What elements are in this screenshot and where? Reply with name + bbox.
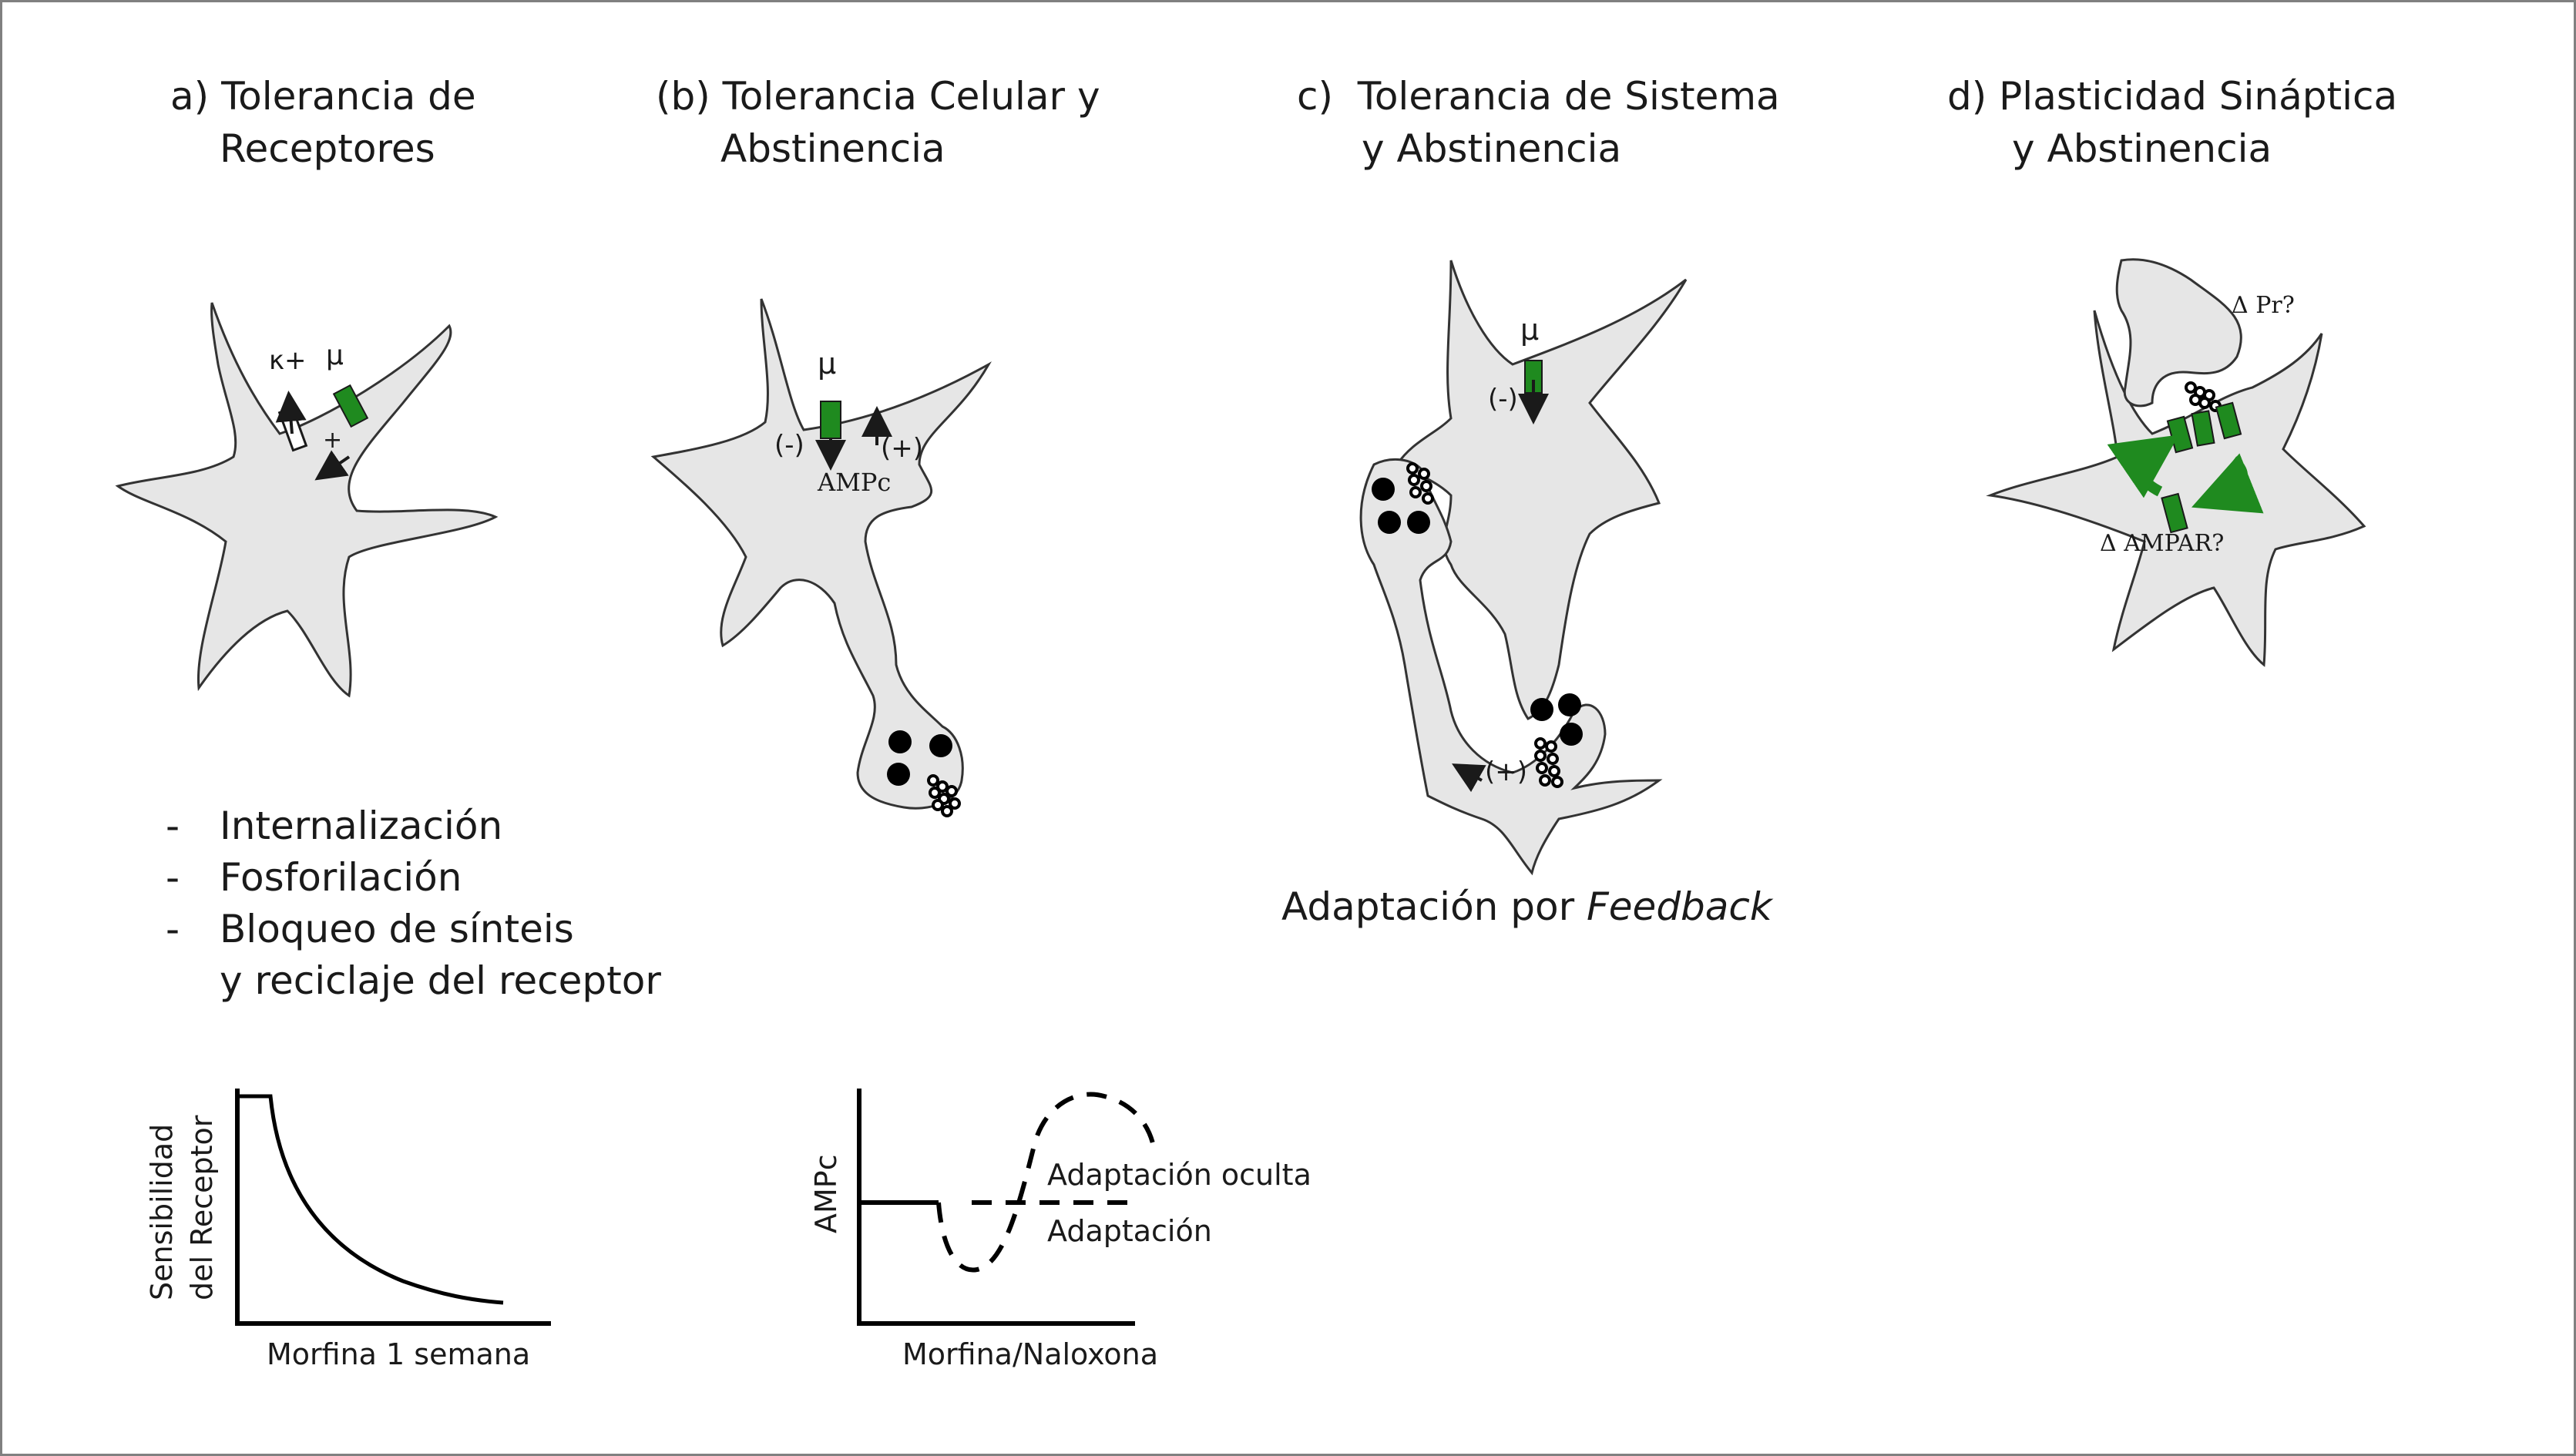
panel-a-letter: a) [170,74,210,119]
mechanism-label: Fosforilación [220,855,462,900]
panel-b-title-line2: Abstinencia [720,126,945,171]
feedback-caption: Adaptación por Feedback [1281,881,1772,933]
graph-xlabel: Morfina/Naloxona [902,1337,1158,1371]
list-item: y reciclaje del receptor [166,955,661,1007]
mu-receptor [820,401,841,439]
label-hidden-adaptation: Adaptación oculta [1047,1158,1312,1192]
neurotransmitter-cluster [927,774,961,817]
label-adaptation: Adaptación [1047,1214,1212,1248]
ampa-receptor [2215,401,2242,440]
mu-label: μ [326,340,344,371]
hidden-adaptation-curve [936,1092,1157,1273]
internalization-arrow [314,450,351,481]
plus-label: (+) [881,433,923,464]
ampa-receptor [2191,410,2215,447]
panel-c-heading: c) Tolerancia de Sistema y Abstinencia [1297,70,1780,175]
panel-b-heading: (b) Tolerancia Celular y Abstinencia [656,70,1100,175]
insertion-arrow [2107,434,2179,498]
panel-d-heading: d) Plasticidad Sináptica y Abstinencia [1947,70,2397,175]
vesicle [1407,511,1430,534]
panel-d-synapse: Δ Pr? Δ AMPAR? [1986,258,2366,667]
plus-label: (+) [1485,757,1527,787]
vesicle [887,763,910,786]
kplus-arrow [275,391,307,434]
caption-prefix: Adaptación por [1281,884,1587,929]
minus-label: (-) [1488,384,1518,414]
mu-label: μ [1520,313,1539,347]
sensitivity-curve [237,1094,504,1305]
mu-receptor [332,384,369,428]
neurotransmitter-cluster [2185,381,2222,412]
minus-label: (-) [774,430,804,461]
panel-b-title-line1: Tolerancia Celular y [722,74,1100,119]
kplus-label: κ+ [269,345,307,376]
caption-italic: Feedback [1587,884,1772,929]
panel-a-heading: a) Tolerancia de Receptores [170,70,476,175]
mechanism-label: Internalización [220,803,503,848]
neuron-body [115,302,499,698]
receptor-sensitivity-graph: Sensibilidad del Receptor Morfina 1 sema… [145,1089,551,1371]
graph-ylabel: AMPc [809,1154,843,1233]
vesicle [1530,698,1553,721]
vesicle [1560,723,1583,746]
neuron-body [1395,260,1688,720]
panel-c-neurons: μ (-) (+) [1359,260,1688,876]
panel-b-letter: (b) [656,74,710,119]
neurotransmitter-cluster [1406,462,1434,505]
mechanism-continuation: y reciclaje del receptor [220,958,661,1003]
panel-c-title-line2: y Abstinencia [1362,126,1622,171]
neurotransmitter-cluster [1534,737,1563,788]
presynaptic-terminal [2115,258,2242,408]
list-item: -Bloqueo de sínteis [166,904,661,955]
feedback-arrow [1452,763,1486,793]
removal-arrow [2191,453,2264,514]
delta-ampar-label: Δ AMPAR? [2100,530,2224,557]
mu-label: μ [818,347,836,381]
graph-xlabel: Morfina 1 semana [267,1337,530,1371]
panel-b-neuron: μ (-) (+) AMPc [650,298,992,817]
vesicle [1558,693,1581,716]
presynaptic-cell [1359,458,1663,876]
plus-sign: + [323,427,342,454]
mechanism-label: Bloqueo de sínteis [220,907,574,951]
panel-a-title-line1: Tolerancia de [221,74,476,119]
list-item: -Fosforilación [166,852,661,904]
vesicle [929,734,952,757]
vesicle [888,730,912,753]
vesicle [1372,478,1395,501]
mechanism-list: -Internalización -Fosforilación -Bloqueo… [166,800,661,1007]
delta-pr-label: Δ Pr? [2232,292,2295,319]
panel-a-neuron: κ+ μ + [115,302,499,698]
vesicle [1378,511,1401,534]
panel-d-letter: d) [1947,74,1987,119]
graph-ylabel-line2: del Receptor [185,1115,219,1300]
graph-ylabel-line1: Sensibilidad [145,1124,179,1300]
panel-c-letter: c) [1297,74,1333,119]
panel-d-title-line1: Plasticidad Sináptica [1999,74,2398,119]
neuron-body [650,298,992,810]
panel-a-title-line2: Receptores [220,126,435,171]
panel-d-title-line2: y Abstinencia [2012,126,2272,171]
list-item: -Internalización [166,800,661,852]
panel-c-title-line1: Tolerancia de Sistema [1357,74,1780,119]
camp-label: AMPc [817,468,891,497]
camp-adaptation-graph: AMPc Morfina/Naloxona Adaptación oculta … [809,1089,1312,1371]
